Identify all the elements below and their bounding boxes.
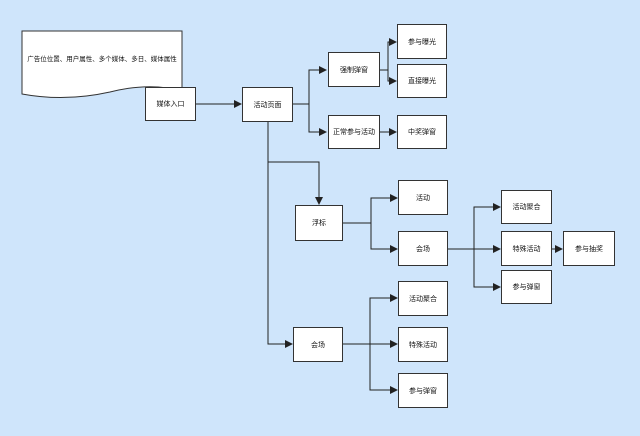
node-agg-1[interactable]: 活动聚合	[501, 190, 552, 224]
edge-fvenue-popup	[473, 249, 501, 291]
node-venue[interactable]: 会场	[293, 327, 343, 362]
node-forced-popup[interactable]: 强制弹窗	[328, 52, 380, 87]
edge-venue-agg	[343, 294, 398, 345]
node-join-popup-1[interactable]: 参与弹窗	[501, 270, 552, 304]
edge-floating-venue	[370, 223, 398, 253]
node-float-venue[interactable]: 会场	[398, 231, 448, 266]
node-join-lottery[interactable]: 参与抽奖	[563, 231, 615, 266]
node-float-activity[interactable]: 活动	[398, 180, 448, 215]
edge-forced-join	[380, 38, 397, 71]
edge-forced-direct	[387, 70, 397, 85]
edge-activity-floating	[267, 122, 323, 205]
node-direct-exposure[interactable]: 直接曝光	[397, 64, 447, 98]
edge-activity-forced	[293, 66, 327, 105]
edge-fvenue-agg	[448, 203, 501, 250]
node-floating[interactable]: 浮标	[295, 205, 343, 241]
node-activity-page[interactable]: 活动页面	[242, 87, 293, 122]
node-join-exposure[interactable]: 参与曝光	[397, 24, 447, 59]
node-media-entry[interactable]: 媒体入口	[145, 87, 196, 121]
node-agg-2[interactable]: 活动聚合	[398, 281, 448, 316]
node-normal-join[interactable]: 正常参与活动	[328, 115, 380, 149]
node-win-popup[interactable]: 中奖弹窗	[397, 115, 447, 149]
doc-node-label: 广告位位置、用户属性、多个媒体、多日、媒体属性	[27, 55, 177, 63]
node-special-2[interactable]: 特殊活动	[398, 327, 448, 362]
edge-activity-venue	[267, 162, 293, 348]
edge-activity-normal	[308, 104, 327, 136]
node-special-1[interactable]: 特殊活动	[501, 231, 552, 266]
edge-venue-popup	[369, 344, 398, 394]
node-join-popup-2[interactable]: 参与弹窗	[398, 373, 448, 408]
edge-floating-activity	[343, 194, 398, 224]
